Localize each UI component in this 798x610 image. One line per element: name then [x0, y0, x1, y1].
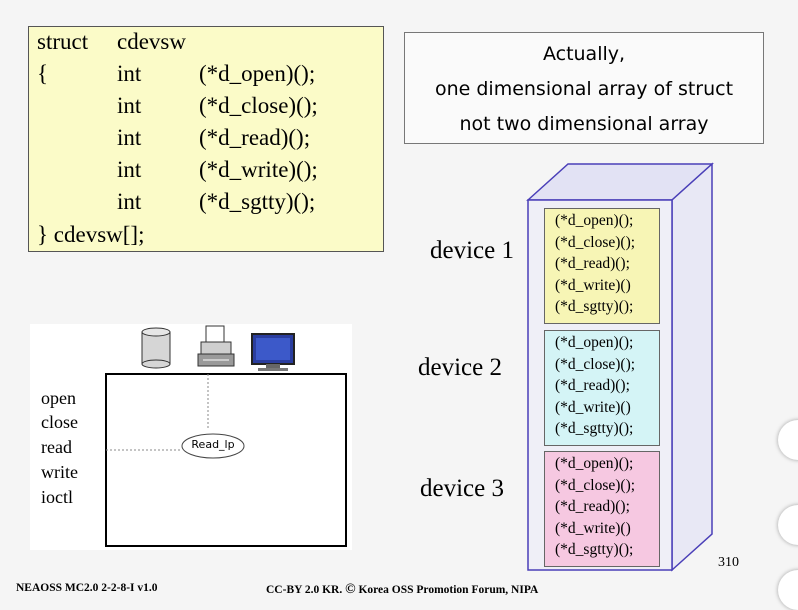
- slot-entry: (*d_write)(): [555, 519, 631, 537]
- kernel-box: [105, 373, 347, 547]
- device-label-3: device 3: [420, 475, 504, 502]
- monitor-icon: [251, 333, 295, 371]
- brace-open: {: [37, 61, 49, 86]
- op-label: write: [41, 462, 78, 482]
- device-slot-1: (*d_open)(); (*d_close)(); (*d_read)(); …: [544, 208, 660, 324]
- field-type: int: [117, 61, 142, 86]
- page-number: 310: [718, 555, 739, 570]
- copyright-icon: ©: [345, 582, 356, 597]
- slot-entry: (*d_read)();: [555, 498, 630, 515]
- field-decl: (*d_open)();: [199, 61, 316, 86]
- field-type: int: [117, 189, 142, 214]
- struct-name: cdevsw: [117, 29, 186, 54]
- note-line-1: Actually,: [542, 43, 626, 65]
- side-nav-button[interactable]: [778, 420, 798, 460]
- slot-entry: (*d_sgtty)();: [555, 420, 634, 437]
- footer-org: Korea OSS Promotion Forum, NIPA: [358, 584, 539, 596]
- slot-entry: (*d_close)();: [555, 233, 636, 251]
- printer-icon: [197, 325, 235, 367]
- side-nav-button[interactable]: [778, 505, 798, 545]
- field-decl: (*d_sgtty)();: [199, 189, 316, 214]
- read-lp-ellipse: [181, 433, 245, 459]
- op-label: close: [41, 412, 78, 432]
- field-decl: (*d_read)();: [199, 125, 311, 150]
- slot-entry: (*d_open)();: [555, 334, 634, 351]
- disk-icon: [141, 327, 171, 369]
- device-label-2: device 2: [418, 354, 502, 381]
- note-line-2: one dimensional array of struct: [434, 78, 734, 100]
- slot-entry: (*d_read)();: [555, 377, 630, 394]
- slot-entry: (*d_write)(): [555, 398, 631, 416]
- note-box: Actually, one dimensional array of struc…: [404, 32, 764, 144]
- prism-side-face: [671, 162, 713, 572]
- field-type: int: [117, 125, 142, 150]
- footer-license: CC-BY 2.0 KR.: [266, 584, 343, 596]
- field-type: int: [117, 157, 142, 182]
- struct-keyword: struct: [37, 29, 89, 54]
- diagram-drawing: [105, 325, 347, 547]
- driver-diagram: open close read write ioctl Read_lp: [30, 324, 352, 550]
- slot-entry: (*d_open)();: [555, 455, 634, 472]
- device-slot-3: (*d_open)(); (*d_close)(); (*d_read)(); …: [544, 451, 660, 567]
- op-label: read: [41, 437, 72, 457]
- slot-entry: (*d_close)();: [555, 476, 636, 494]
- field-decl: (*d_close)();: [199, 93, 318, 118]
- slot-entry: (*d_sgtty)();: [555, 541, 634, 558]
- op-label: ioctl: [41, 487, 73, 507]
- slot-entry: (*d_sgtty)();: [555, 298, 634, 315]
- struct-code-box: struct cdevsw { int (*d_open)(); int (*d…: [28, 26, 384, 252]
- slot-entry: (*d_open)();: [555, 212, 634, 229]
- slot-entry: (*d_write)(): [555, 276, 631, 294]
- footer-left: NEAOSS MC2.0 2-2-8-I v1.0: [16, 582, 158, 594]
- side-nav-button[interactable]: [778, 570, 798, 610]
- slot-entry: (*d_read)();: [555, 255, 630, 272]
- device-label-1: device 1: [430, 237, 514, 264]
- struct-closing: } cdevsw[];: [37, 222, 145, 247]
- read-lp-label: Read_lp: [191, 438, 235, 451]
- footer-right: CC-BY 2.0 KR. © Korea OSS Promotion Foru…: [266, 582, 538, 598]
- field-type: int: [117, 93, 142, 118]
- op-label: open: [41, 388, 76, 408]
- slot-entry: (*d_close)();: [555, 355, 636, 373]
- device-slot-2: (*d_open)(); (*d_close)(); (*d_read)(); …: [544, 330, 660, 446]
- field-decl: (*d_write)();: [199, 157, 318, 182]
- note-line-3: not two dimensional array: [459, 113, 709, 135]
